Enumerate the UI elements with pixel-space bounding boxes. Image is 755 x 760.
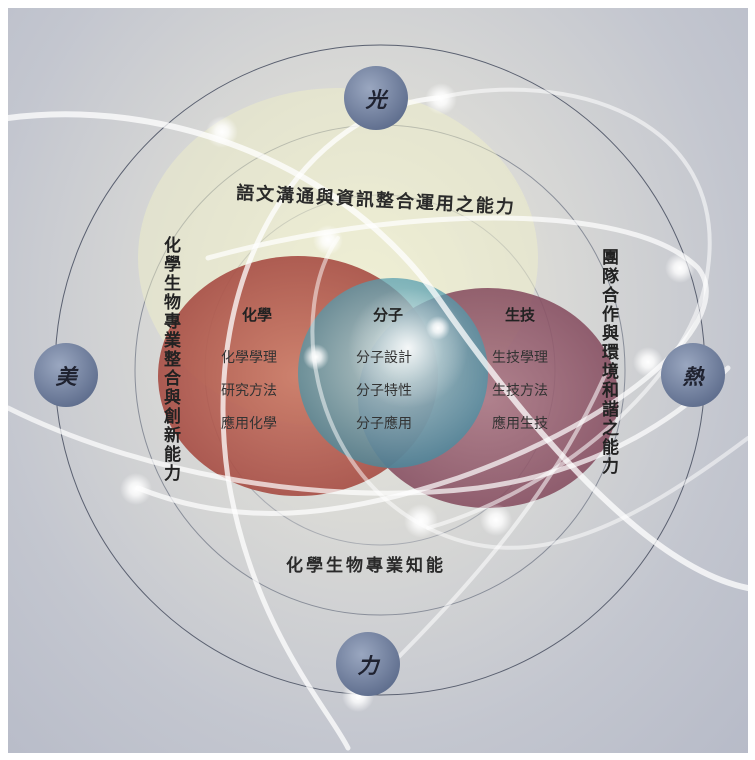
chemistry-list: 化學學理 研究方法 應用化學 <box>221 342 277 441</box>
node-top-label: 光 <box>346 84 406 114</box>
node-right-label: 熱 <box>663 361 723 391</box>
ring-label-bottom: 化學生物專業知能 <box>286 551 446 576</box>
molecule-item: 分子設計 <box>356 342 412 375</box>
biotech-item: 生技學理 <box>492 342 548 375</box>
chemistry-item: 應用化學 <box>221 408 277 441</box>
molecule-list: 分子設計 分子特性 分子應用 <box>356 342 412 441</box>
biotech-heading: 生技 <box>505 304 535 325</box>
diagram-canvas: 光 美 熱 力 語文溝通與資訊整合運用之能力 化學生物專業知能 化學生物專業整合… <box>8 8 748 753</box>
molecule-item: 分子特性 <box>356 375 412 408</box>
ring-label-right: 團隊合作與環境和諧之能力 <box>596 248 621 528</box>
chemistry-item: 研究方法 <box>221 375 277 408</box>
biotech-item: 應用生技 <box>492 408 548 441</box>
biotech-item: 生技方法 <box>492 375 548 408</box>
ring-label-left: 化學生物專業整合與創新能力 <box>158 236 183 536</box>
molecule-heading: 分子 <box>373 304 403 325</box>
chemistry-heading: 化學 <box>242 304 272 325</box>
molecule-item: 分子應用 <box>356 408 412 441</box>
node-left-label: 美 <box>36 361 96 391</box>
node-bottom-label: 力 <box>338 650 398 680</box>
chemistry-item: 化學學理 <box>221 342 277 375</box>
biotech-list: 生技學理 生技方法 應用生技 <box>492 342 548 441</box>
